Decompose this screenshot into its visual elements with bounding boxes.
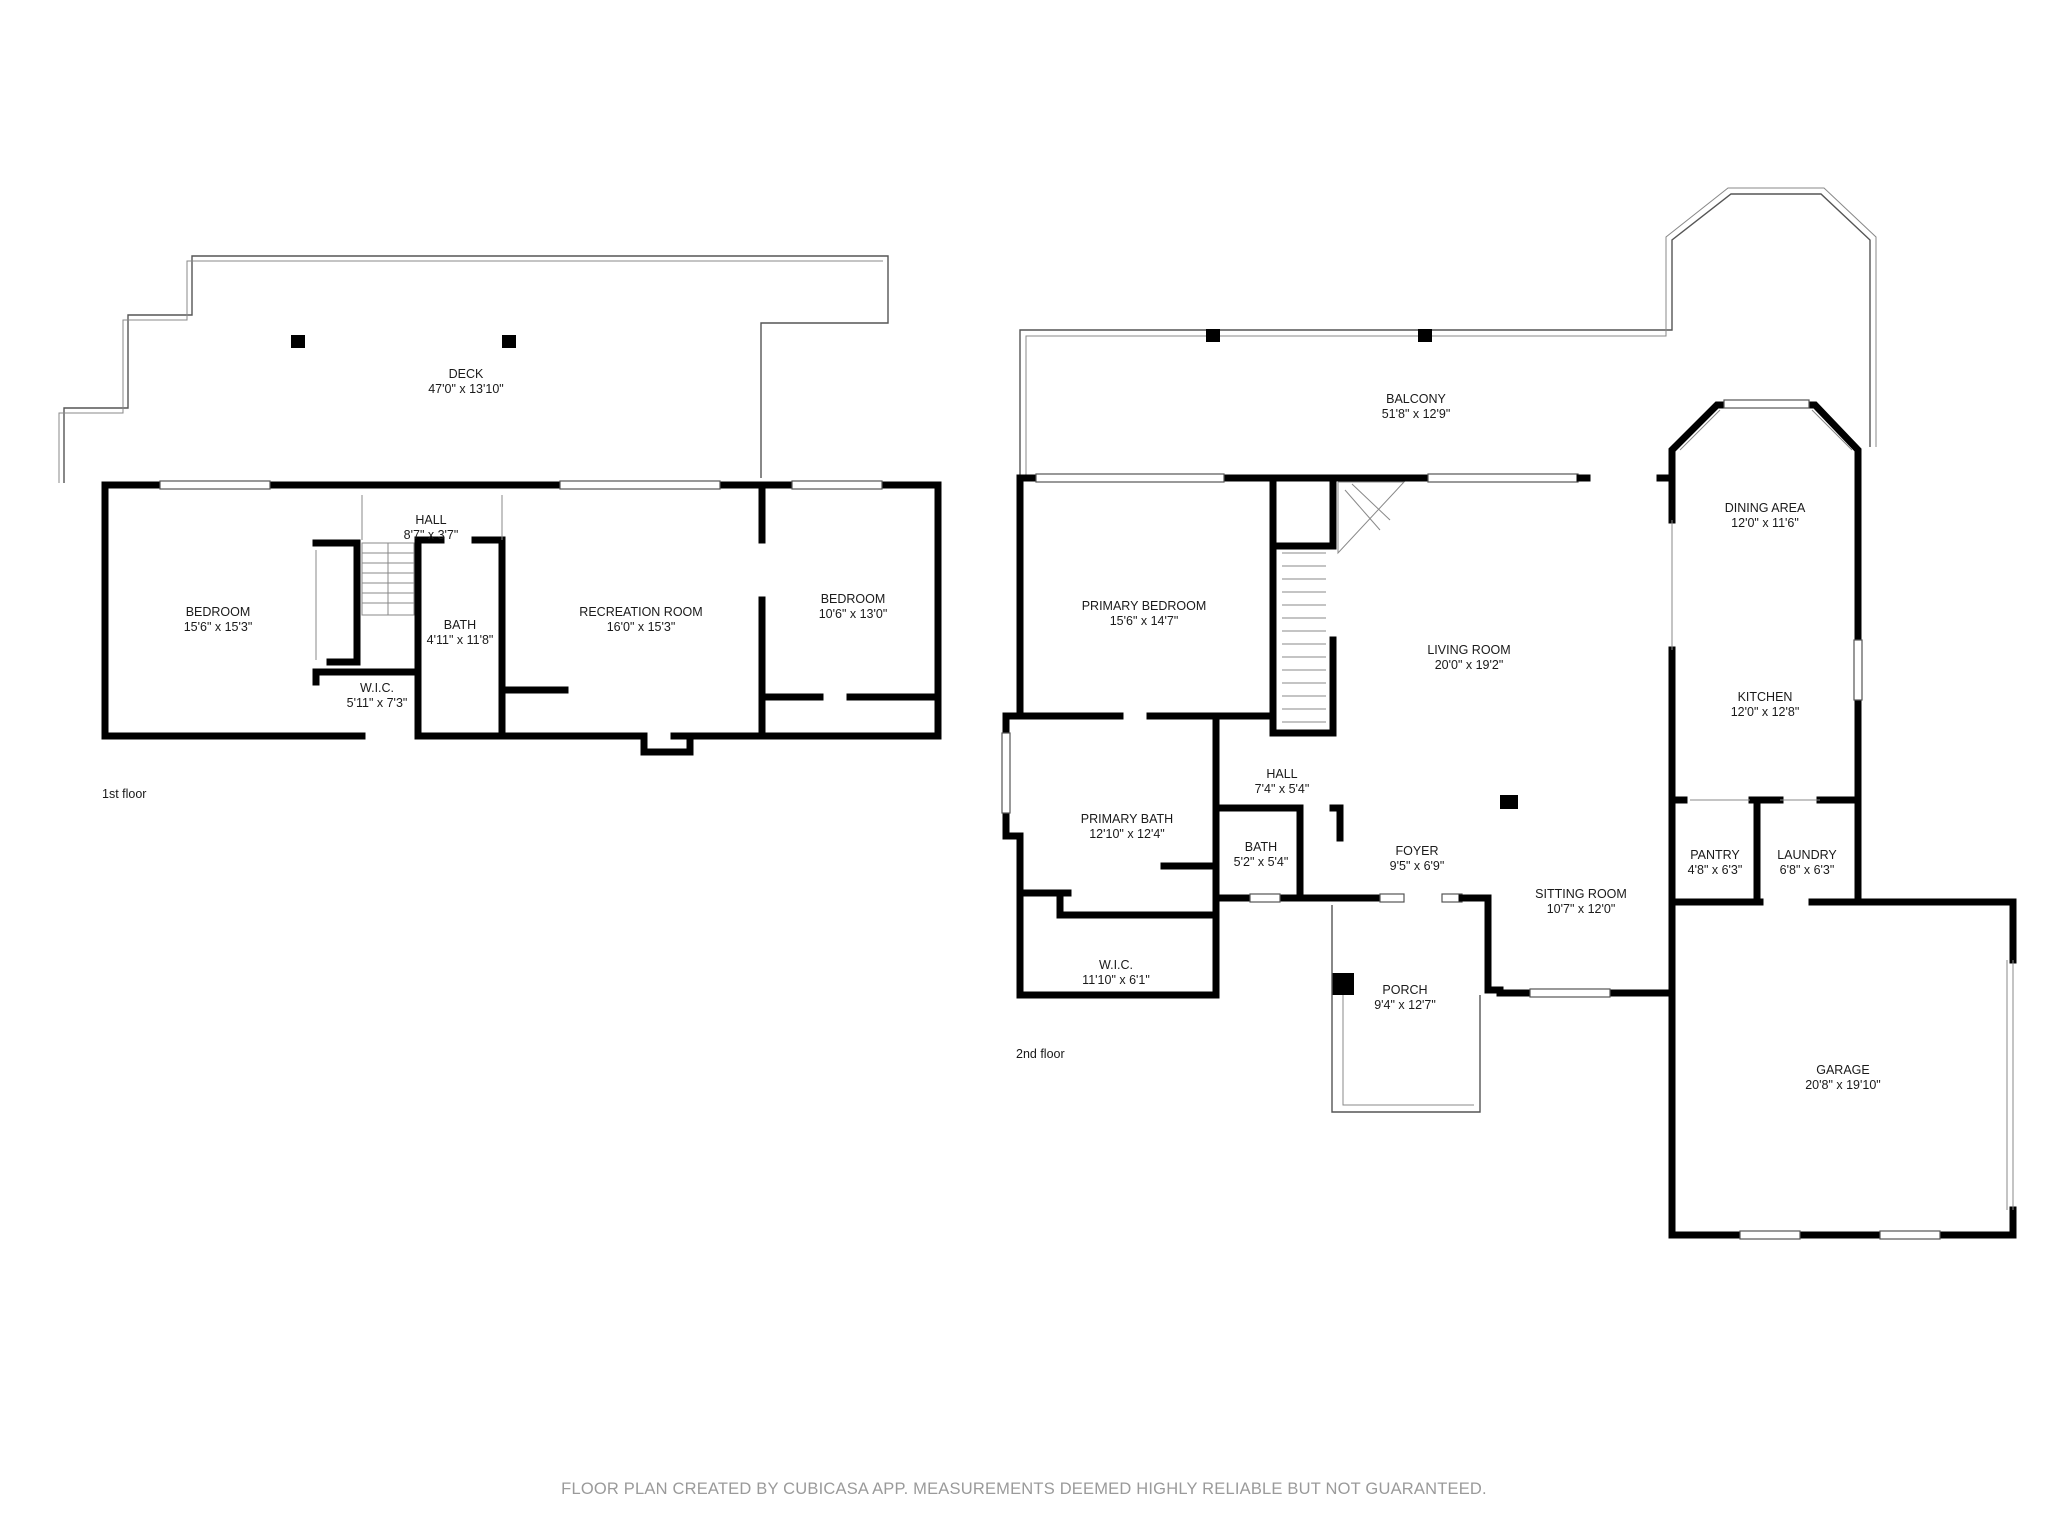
- room-name: SITTING ROOM: [1535, 887, 1627, 901]
- room-name: GARAGE: [1816, 1063, 1870, 1077]
- room-size: 11'10" x 6'1": [1082, 973, 1150, 987]
- room-size: 10'7" x 12'0": [1547, 902, 1616, 916]
- room-size: 5'2" x 5'4": [1234, 855, 1289, 869]
- deck-post: [502, 335, 516, 348]
- room-name: PRIMARY BATH: [1081, 812, 1173, 826]
- room-name: DECK: [449, 367, 484, 381]
- floor-label: 2nd floor: [1016, 1047, 1065, 1061]
- room-name: PRIMARY BEDROOM: [1082, 599, 1207, 613]
- room-size: 47'0" x 13'10": [428, 382, 504, 396]
- room-name: DINING AREA: [1725, 501, 1806, 515]
- room-size: 7'4" x 5'4": [1255, 782, 1310, 796]
- room-size: 4'8" x 6'3": [1688, 863, 1743, 877]
- stairs: [361, 542, 415, 616]
- room-size: 12'10" x 12'4": [1089, 827, 1165, 841]
- room-name: BATH: [1245, 840, 1277, 854]
- room-name: BALCONY: [1386, 392, 1446, 406]
- room-name: BATH: [444, 618, 476, 632]
- room-name: KITCHEN: [1738, 690, 1793, 704]
- exterior-wall: [1016, 474, 1277, 720]
- room-size: 15'6" x 14'7": [1110, 614, 1179, 628]
- room-size: 12'0" x 12'8": [1731, 705, 1800, 719]
- room-size: 51'8" x 12'9": [1382, 407, 1451, 421]
- second-floor-plan: [1001, 187, 2017, 1240]
- room-size: 9'5" x 6'9": [1390, 859, 1445, 873]
- floor-label: 1st floor: [102, 787, 146, 801]
- room-name: LIVING ROOM: [1427, 643, 1510, 657]
- room-size: 9'4" x 12'7": [1374, 998, 1436, 1012]
- deck-post: [291, 335, 305, 348]
- room-size: 16'0" x 15'3": [607, 620, 676, 634]
- room-name: BEDROOM: [186, 605, 251, 619]
- room-size: 5'11" x 7'3": [347, 696, 408, 710]
- room-name: HALL: [1266, 767, 1297, 781]
- room-name: BEDROOM: [821, 592, 886, 606]
- balcony-post: [1206, 329, 1220, 342]
- room-name: W.I.C.: [360, 681, 394, 695]
- deck-outline: [63, 255, 889, 483]
- room-size: 6'8" x 6'3": [1780, 863, 1835, 877]
- room-name: PORCH: [1382, 983, 1427, 997]
- garage-wall: [1854, 898, 2017, 964]
- room-name: RECREATION ROOM: [579, 605, 702, 619]
- porch-outline: [1331, 905, 1481, 1113]
- room-size: 8'7" x 3'7": [404, 528, 459, 542]
- room-name: HALL: [415, 513, 446, 527]
- labels: DECK 47'0" x 13'10" HALL 8'7" x 3'7" BED…: [102, 367, 1881, 1498]
- room-name: W.I.C.: [1099, 958, 1133, 972]
- room-size: 15'6" x 15'3": [184, 620, 253, 634]
- room-name: FOYER: [1395, 844, 1438, 858]
- room-size: 10'6" x 13'0": [819, 607, 888, 621]
- footer-disclaimer: FLOOR PLAN CREATED BY CUBICASA APP. MEAS…: [561, 1480, 1487, 1498]
- room-name: LAUNDRY: [1777, 848, 1837, 862]
- first-floor-plan: [58, 255, 942, 756]
- stairs: [1282, 481, 1406, 723]
- room-size: 20'0" x 19'2": [1435, 658, 1504, 672]
- room-size: 12'0" x 11'6": [1731, 516, 1799, 530]
- balcony-outline: [1019, 193, 1871, 478]
- room-size: 20'8" x 19'10": [1805, 1078, 1881, 1092]
- balcony-post: [1418, 329, 1432, 342]
- room-size: 4'11" x 11'8": [427, 633, 494, 647]
- room-name: PANTRY: [1690, 848, 1740, 862]
